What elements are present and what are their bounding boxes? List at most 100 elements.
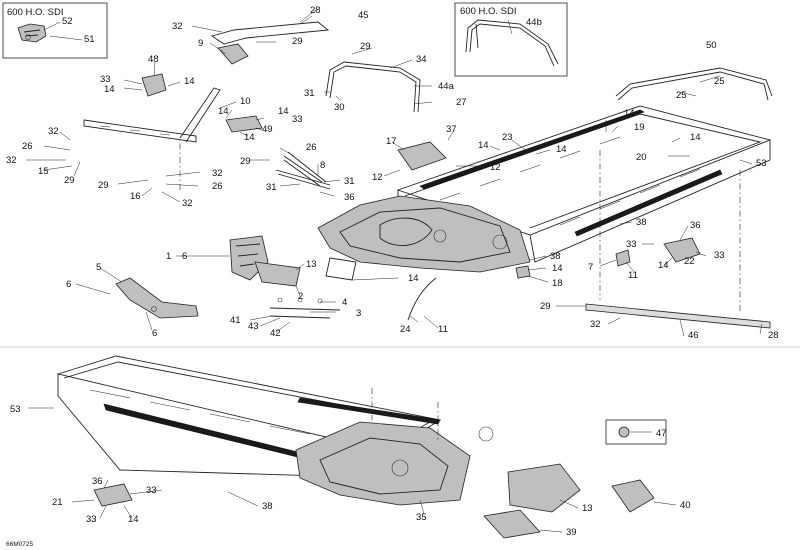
callout-26-b: 26	[306, 142, 317, 153]
callout-41: 41	[230, 315, 241, 326]
callout-13: 13	[306, 259, 317, 270]
callout-21: 21	[52, 497, 63, 508]
callout-7: 7	[588, 262, 593, 273]
callout-14-c: 14	[218, 106, 229, 117]
callout-30: 30	[334, 102, 345, 113]
callout-29-b: 29	[360, 41, 371, 52]
callout-29-d: 29	[240, 156, 251, 167]
callout-labels: 52 51 32 28 45 9 29 29 34 44a 31 30 27 4…	[6, 5, 779, 538]
callout-5: 5	[96, 262, 101, 273]
callout-12: 12	[490, 162, 501, 173]
callout-33-c: 33	[626, 239, 637, 250]
diagram-code: 66M0725	[6, 541, 33, 548]
callout-44a: 44a	[438, 81, 455, 92]
callout-14-k: 14	[552, 263, 563, 274]
callout-43: 43	[248, 321, 259, 332]
callout-47: 47	[656, 428, 667, 439]
callout-14-l: 14	[408, 273, 419, 284]
callout-3: 3	[356, 308, 361, 319]
callout-14-i: 14	[690, 132, 701, 143]
callout-48: 48	[148, 54, 159, 65]
callout-9: 9	[198, 38, 203, 49]
callout-32-c: 32	[6, 155, 17, 166]
callout-18: 18	[552, 278, 563, 289]
callout-6-c: 6	[152, 328, 157, 339]
callout-14-e: 14	[244, 132, 255, 143]
callout-32-f: 32	[590, 319, 601, 330]
callout-13-b: 13	[582, 503, 593, 514]
callout-37: 37	[446, 124, 457, 135]
callout-53: 53	[756, 158, 767, 169]
callout-39: 39	[566, 527, 577, 538]
callout-33: 33	[100, 74, 111, 85]
callout-14-g: 14	[556, 144, 567, 155]
callout-14-d: 14	[278, 106, 289, 117]
callout-20: 20	[636, 152, 647, 163]
chassis-frame-bottom	[56, 355, 667, 539]
upper-structure-top	[83, 21, 773, 329]
callout-14-f: 14	[478, 140, 489, 151]
callout-29: 29	[292, 36, 303, 47]
callout-26: 26	[22, 141, 33, 152]
callout-36: 36	[344, 192, 355, 203]
callout-14-j: 14	[658, 260, 669, 271]
inset-box-left-title: 600 H.O. SDI	[7, 7, 64, 18]
callout-32-d: 32	[212, 168, 223, 179]
callout-10: 10	[240, 96, 251, 107]
callout-8: 8	[320, 160, 325, 171]
leader-lines	[26, 9, 763, 533]
callout-36-b: 36	[690, 220, 701, 231]
callout-12-b: 12	[372, 172, 383, 183]
callout-16: 16	[130, 191, 141, 202]
callout-35: 35	[416, 512, 427, 523]
callout-14-m: 14	[128, 514, 139, 525]
callout-42: 42	[270, 328, 281, 339]
callout-6: 6	[182, 251, 187, 262]
callout-17: 17	[386, 136, 397, 147]
callout-49: 49	[262, 124, 273, 135]
chassis-frame-top	[115, 105, 772, 319]
inset-box-right-title: 600 H.O. SDI	[460, 6, 517, 17]
callout-38-b: 38	[550, 251, 561, 262]
callout-26-c: 26	[212, 181, 223, 192]
callout-29-f: 29	[540, 301, 551, 312]
callout-14-b: 14	[184, 76, 195, 87]
callout-44b: 44b	[526, 17, 542, 28]
callout-14-h: 14	[624, 108, 635, 119]
callout-53-b: 53	[10, 404, 21, 415]
callout-46: 46	[688, 330, 699, 341]
callout-11: 11	[628, 270, 638, 281]
callout-38-c: 38	[262, 501, 273, 512]
callout-33-b: 33	[292, 114, 303, 125]
callout-14: 14	[104, 84, 115, 95]
callout-32-b: 32	[48, 126, 59, 137]
callout-2: 2	[298, 291, 303, 302]
callout-23: 23	[502, 132, 513, 143]
callout-45: 45	[358, 10, 369, 21]
callout-32: 32	[172, 21, 183, 32]
callout-33-f: 33	[86, 514, 97, 525]
callout-28-b: 28	[768, 330, 779, 341]
callout-32-e: 32	[182, 198, 193, 209]
callout-50: 50	[706, 40, 717, 51]
callout-25: 25	[714, 76, 725, 87]
callout-38: 38	[636, 217, 647, 228]
callout-33-e: 33	[146, 485, 157, 496]
inset-box-left: 600 H.O. SDI	[2, 2, 108, 59]
callout-51: 51	[84, 34, 95, 45]
callout-33-d: 33	[714, 250, 725, 261]
callout-25-b: 25	[676, 90, 687, 101]
callout-40: 40	[680, 500, 691, 511]
callout-24: 24	[400, 324, 411, 335]
callout-29-e: 29	[98, 180, 109, 191]
callout-31: 31	[304, 88, 315, 99]
callout-15: 15	[38, 166, 49, 177]
callout-1: 1	[166, 251, 171, 262]
callout-28: 28	[310, 5, 321, 16]
callout-27: 27	[456, 97, 467, 108]
callout-34: 34	[416, 54, 427, 65]
inset-box-right: 600 H.O. SDI	[454, 2, 568, 77]
callout-31-c: 31	[266, 182, 277, 193]
callout-22: 22	[684, 256, 695, 267]
